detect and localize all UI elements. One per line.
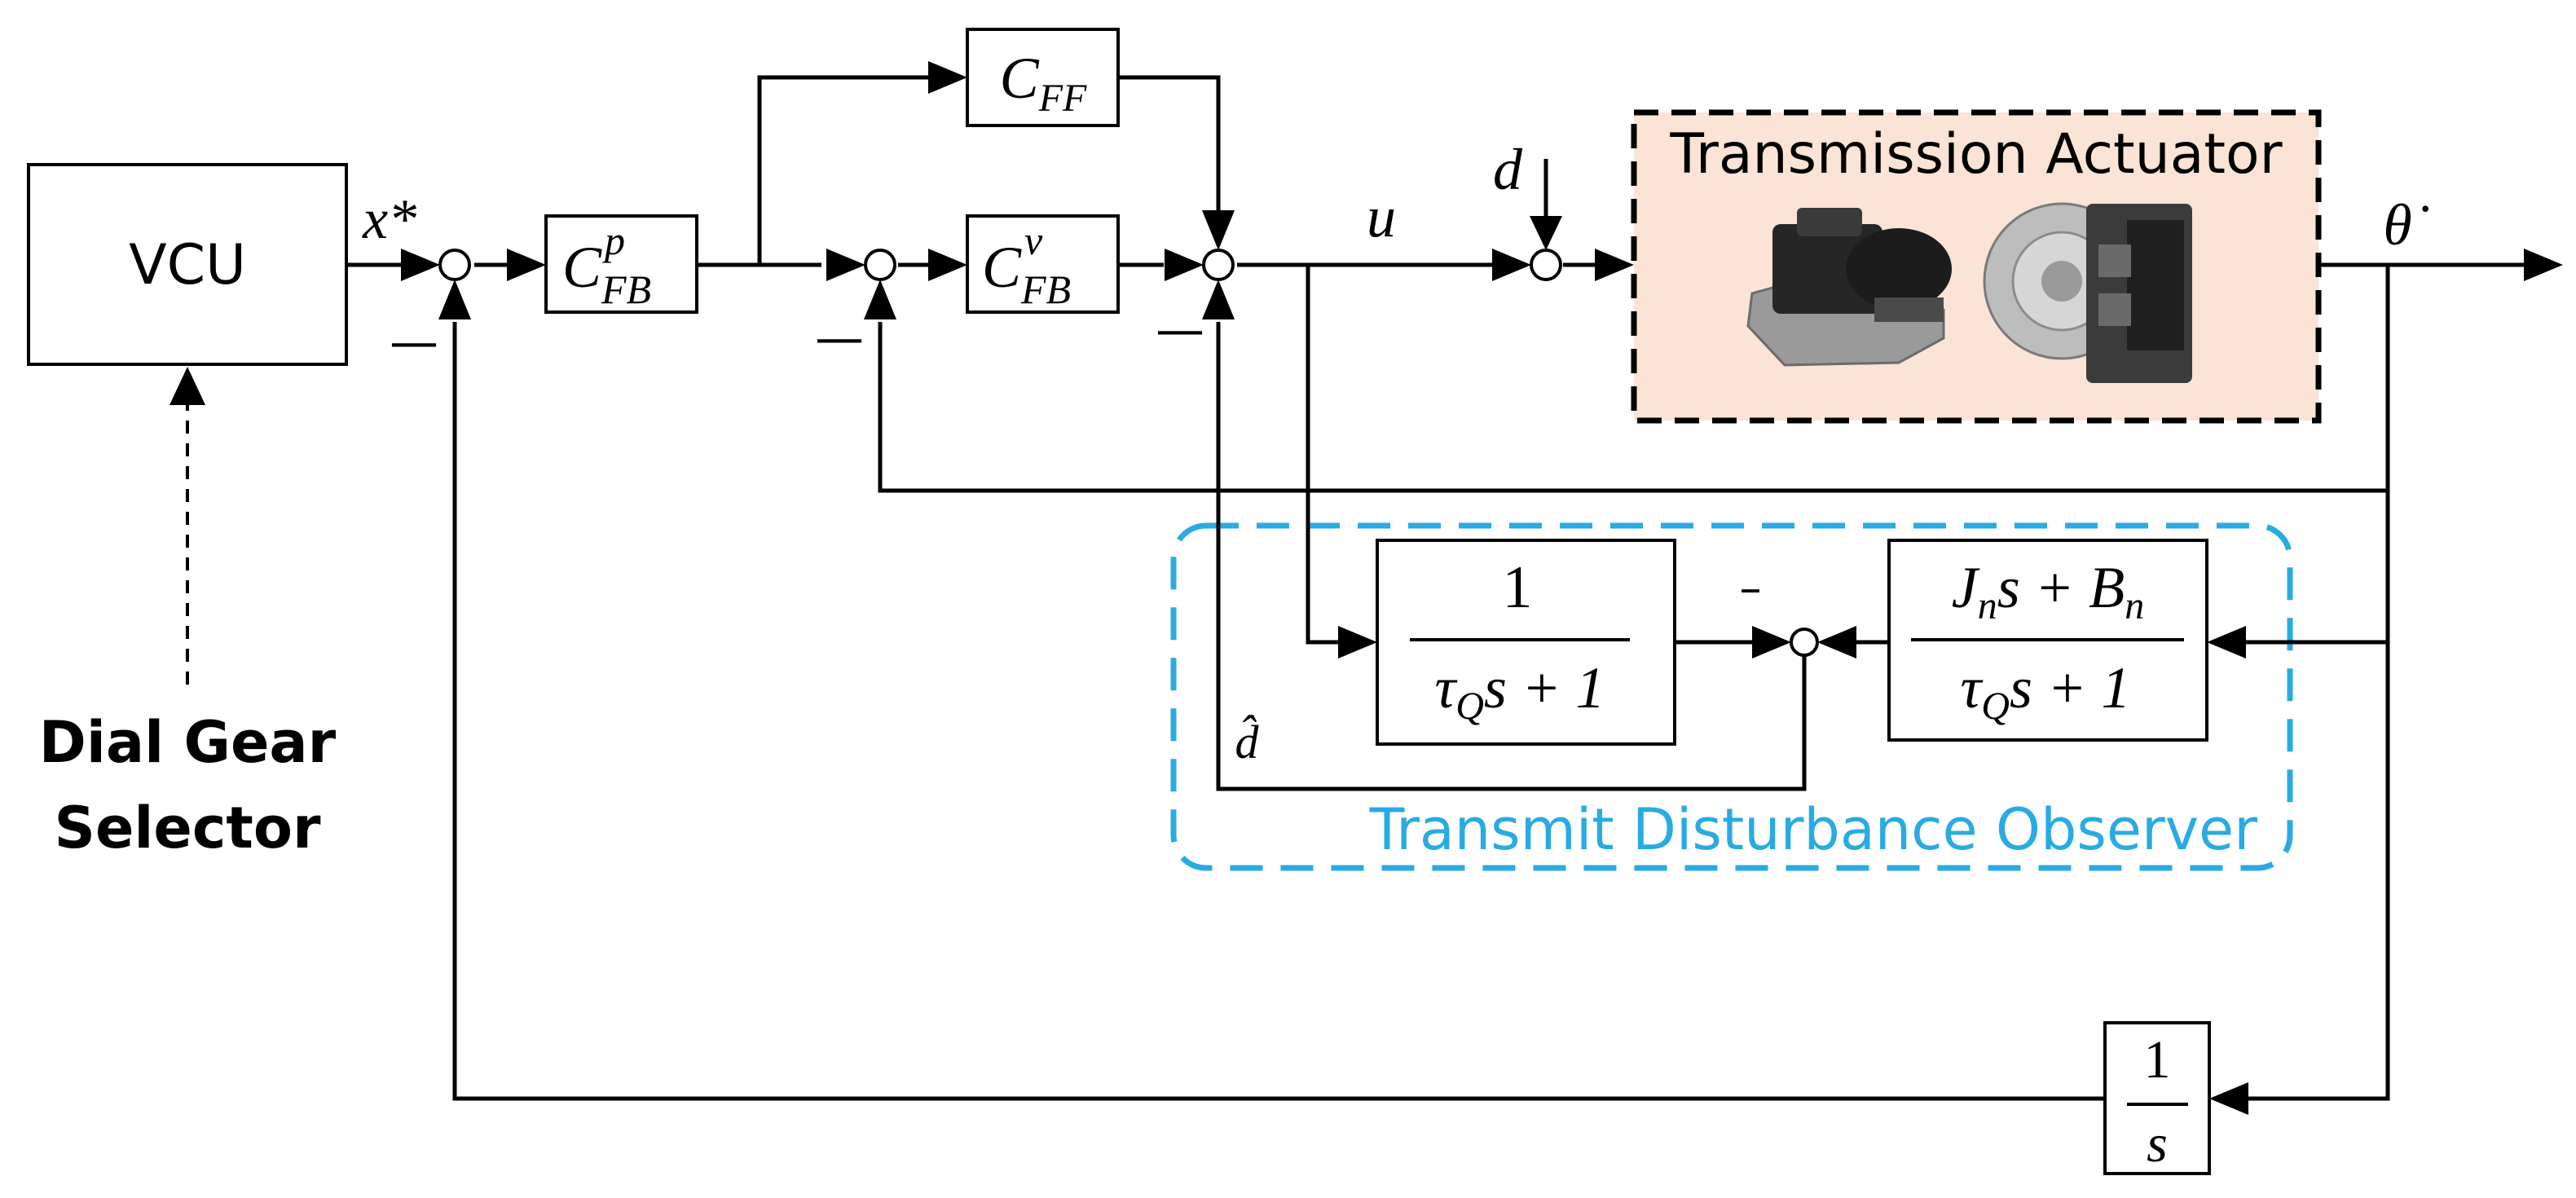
arrow-sum3-feedforward (1202, 210, 1235, 250)
arrow-sum4-in (1492, 249, 1531, 281)
integrator-numerator: 1 (2144, 1030, 2171, 1090)
cfbp-label: C (562, 235, 602, 300)
actuator-title: Transmission Actuator (1669, 122, 2282, 187)
observer-title: Transmit Disturbance Observer (1369, 796, 2258, 863)
arrow-sum1-in (401, 249, 440, 281)
wire-velocity-feedback (878, 265, 2390, 493)
q-filter-block (1376, 539, 1676, 746)
arrow-sum1-feedback (438, 280, 471, 319)
signal-d: d (1493, 137, 1523, 202)
arrow-sum2-feedback (864, 280, 896, 319)
arrow-selector-to-vcu (170, 367, 205, 405)
minus-sign-velocity: — (815, 310, 864, 367)
cfbv-sub: FB (1020, 266, 1071, 312)
arrow-integrator-in (2209, 1082, 2248, 1115)
integrator-block (2103, 1021, 2211, 1175)
cfbv-sup: v (1024, 218, 1043, 263)
q-filter-numerator: 1 (1503, 554, 1533, 621)
sum-junction-velocity (864, 249, 896, 281)
signal-u: u (1367, 184, 1396, 249)
arrow-sum3-feedback (1202, 280, 1235, 319)
actuator-region (1631, 109, 2322, 424)
cfbp-sub: FB (601, 266, 651, 312)
q-filter-denominator: τQs + 1 (1434, 655, 1605, 728)
arrow-sum5-from-nominal (1817, 626, 1856, 658)
arrow-cfbp-in (507, 249, 546, 281)
vcu-label: VCU (129, 233, 246, 297)
actuator-motor-image (1746, 208, 1952, 367)
cff-label: CFF (1000, 46, 1087, 120)
wire-to-integrator (2229, 642, 2390, 1101)
integrator-denominator: s (2147, 1114, 2168, 1174)
arrow-cfbv-in (928, 249, 967, 281)
nominal-inverse-numerator: Jns + Bn (1952, 555, 2145, 628)
minus-sign-observer: – (1740, 562, 1762, 614)
cfbv-label: C (982, 235, 1022, 300)
sum-junction-control (1202, 249, 1235, 281)
selector-label-line1: Dial Gear (39, 709, 337, 776)
arrow-sum3-in (1165, 249, 1204, 281)
selector-label-line2: Selector (55, 795, 321, 861)
wire-feedforward-branch (757, 75, 947, 265)
arrow-actuator-in (1595, 249, 1634, 281)
wire-position-feedback (452, 322, 2105, 1101)
signal-d-hat: d̂ (1235, 716, 1260, 769)
wire-u-to-q-filter (1306, 265, 1357, 645)
wire-to-nominal-inverse (2229, 491, 2390, 645)
nominal-inverse-denominator: τQs + 1 (1960, 655, 2130, 728)
arrow-q-filter-in (1338, 626, 1377, 658)
signal-x-star: x* (362, 188, 416, 251)
arrow-disturbance (1530, 216, 1562, 250)
actuator-transmission-image (1983, 202, 2192, 383)
wire-dhat-feedback (1216, 322, 1807, 791)
arrow-sum5-from-q (1752, 626, 1791, 658)
sum-junction-observer (1790, 628, 1819, 657)
arrow-cff-in (928, 61, 967, 94)
signal-theta-dot: θ̇ (2383, 192, 2428, 258)
sum-junction-position (438, 249, 471, 281)
cfb-position-block (544, 214, 698, 314)
arrow-output (2524, 249, 2563, 281)
observer-region (1170, 522, 2293, 871)
minus-sign-control: — (1156, 302, 1204, 359)
vcu-block (27, 163, 348, 366)
minus-sign-position: — (390, 314, 438, 371)
sum-junction-disturbance (1530, 249, 1562, 281)
cfbp-sup: p (602, 218, 625, 263)
arrow-sum2-in (826, 249, 865, 281)
wire-cff-to-sum3 (1118, 75, 1221, 210)
cfb-velocity-block (966, 214, 1120, 314)
arrow-nominal-in (2207, 626, 2246, 658)
